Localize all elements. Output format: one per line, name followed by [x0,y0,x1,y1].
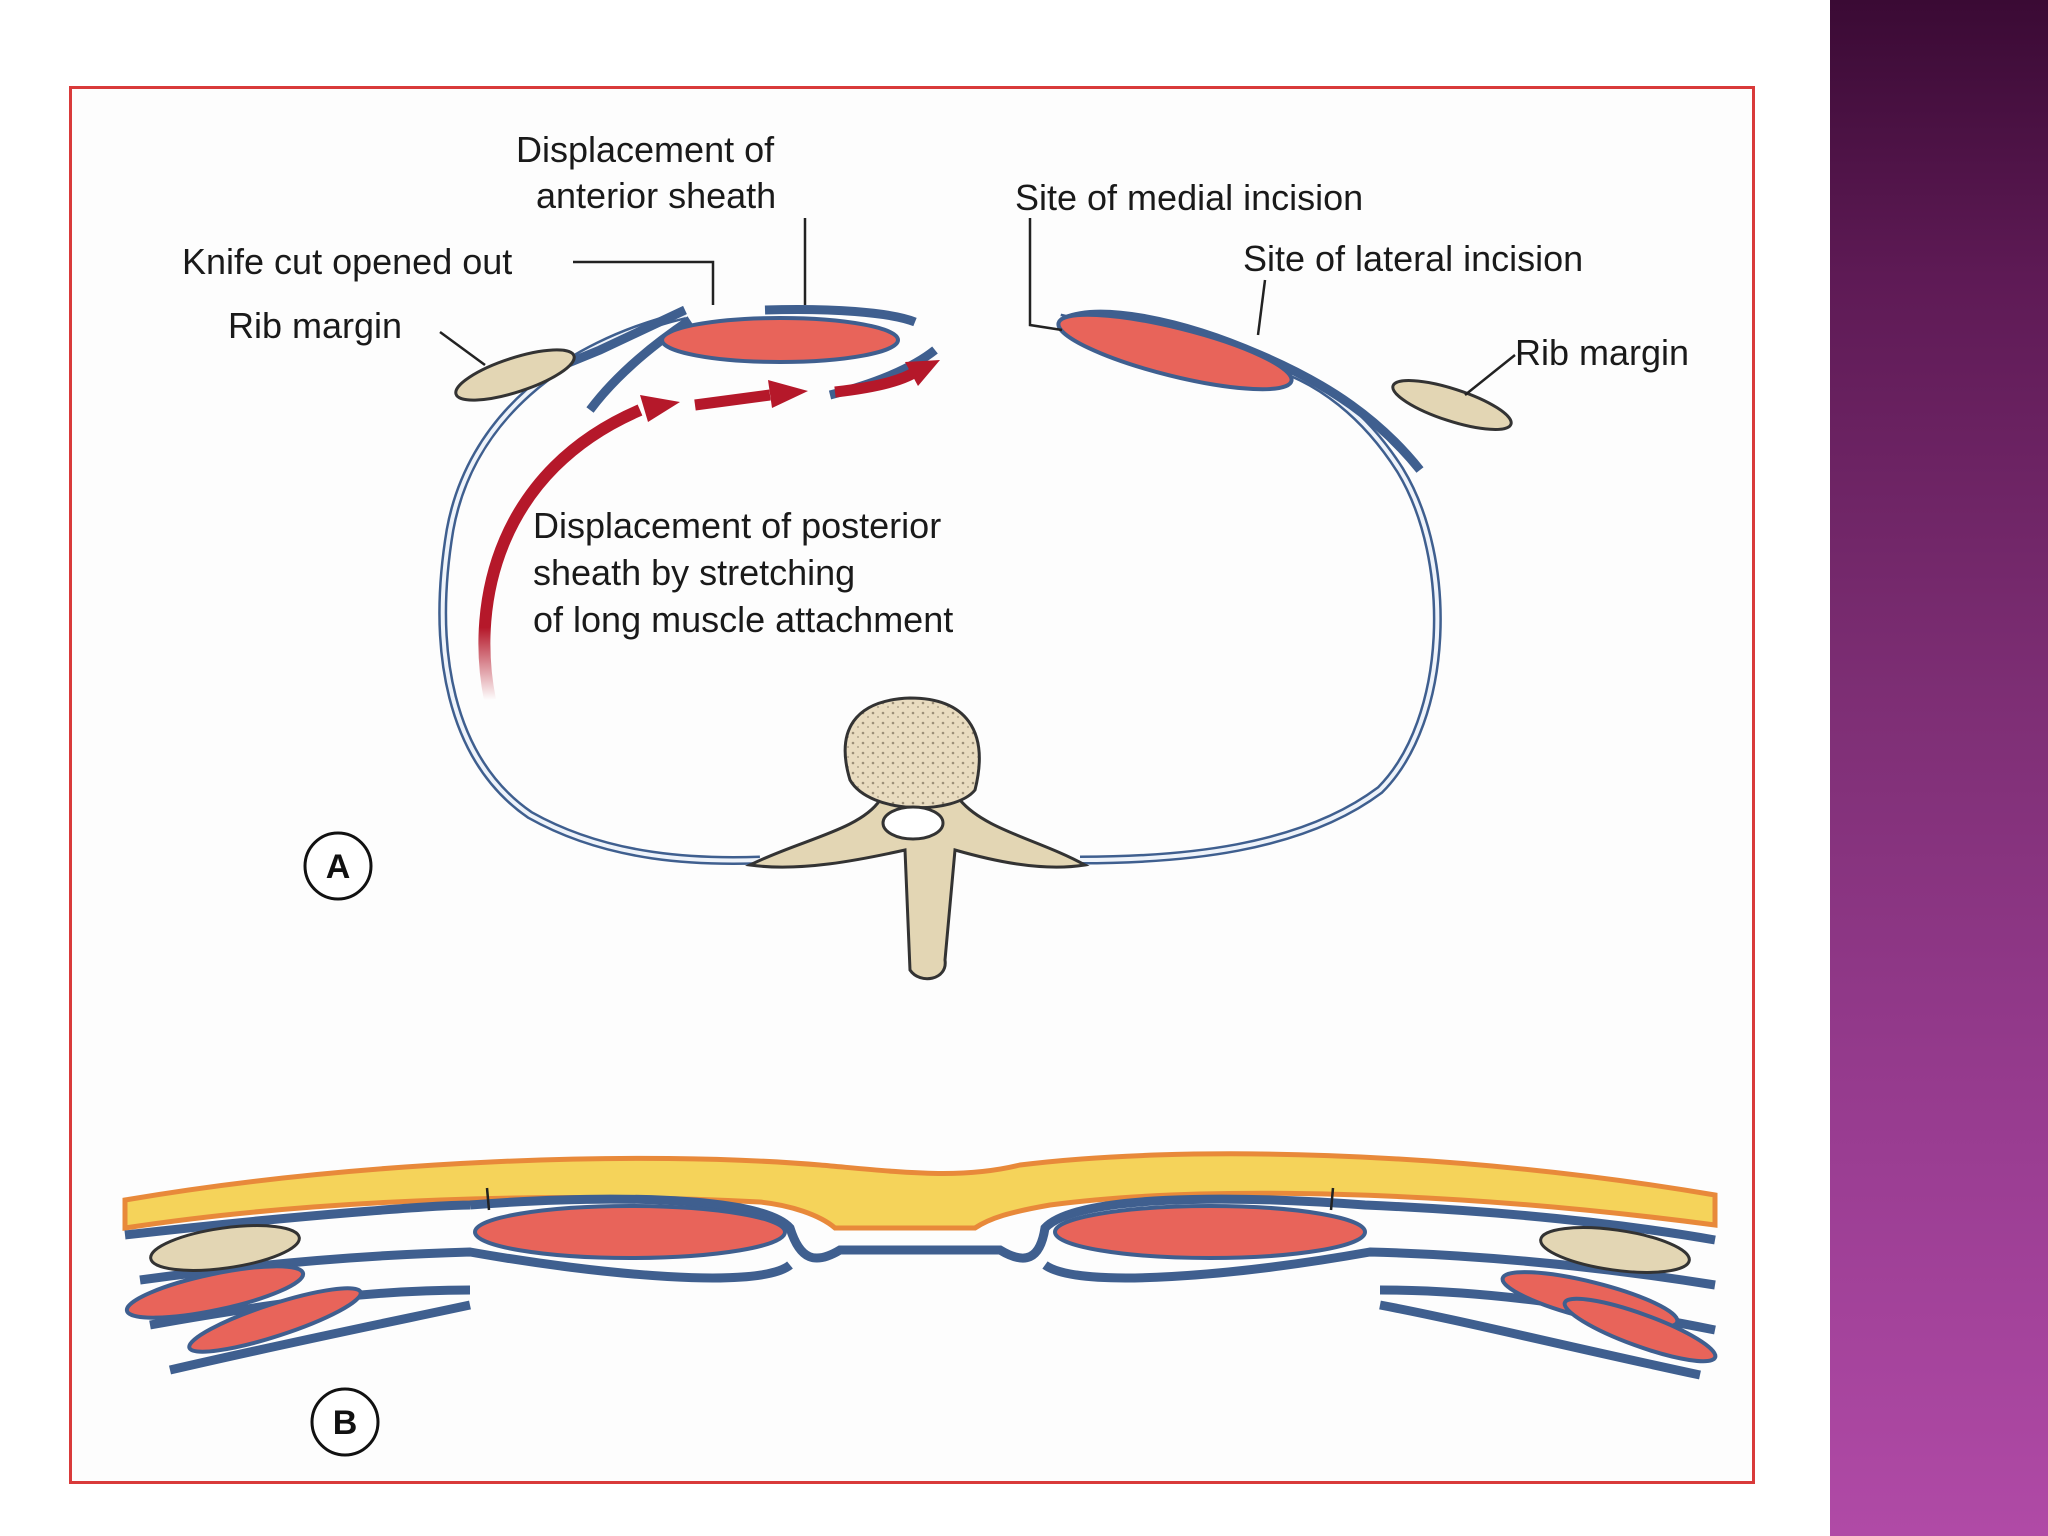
right-rib-margin [1391,379,1513,431]
knife-cut-leader [573,260,715,305]
medial-incision-leader [1028,218,1063,332]
label-knife-cut: Knife cut opened out [182,241,512,282]
posterior-displacement-arrow [478,404,643,702]
panel-a-drawing [438,218,1516,981]
panel-b-sheath-outer [124,1194,1716,1263]
label-displacement-anterior-1: Displacement of [516,129,775,170]
right-rectus-muscle [1056,312,1294,392]
rib-margin-left-leader [439,330,486,367]
panel-b-marker: B [310,1387,380,1457]
panel-b-drawing [122,1151,1718,1380]
label-posterior-1: Displacement of posterior [533,505,941,546]
panel-b-left-rectus [473,1204,787,1260]
label-posterior-3: of long muscle attachment [533,599,953,640]
decorative-side-band [1830,0,2048,1536]
label-site-medial-incision: Site of medial incision [1015,177,1363,218]
panel-b-left-oblique-2 [187,1286,363,1354]
label-rib-margin-right: Rib margin [1515,332,1689,373]
panel-b-right-oblique-2 [1562,1296,1718,1364]
left-rectus-muscle [660,316,900,364]
vertebra [745,696,1090,981]
panel-a-marker: A [303,831,373,901]
subcutaneous-fat-layer [122,1151,1718,1231]
panel-b-right-rib [1539,1226,1691,1274]
label-site-lateral-incision: Site of lateral incision [1243,238,1583,279]
lateral-incision-leader [1256,279,1267,336]
label-rib-margin-left: Rib margin [228,305,402,346]
panel-b-left-rib [149,1224,301,1272]
panel-a-letter: A [326,848,351,886]
rib-margin-right-leader [1464,354,1516,396]
label-displacement-anterior-2: anterior sheath [536,175,776,216]
label-posterior-2: sheath by stretching [533,552,855,593]
left-rib-margin [454,348,576,402]
panel-b-right-rectus [1053,1204,1367,1260]
panel-b-left-oblique-1 [124,1264,306,1320]
panel-b-letter: B [333,1404,358,1442]
